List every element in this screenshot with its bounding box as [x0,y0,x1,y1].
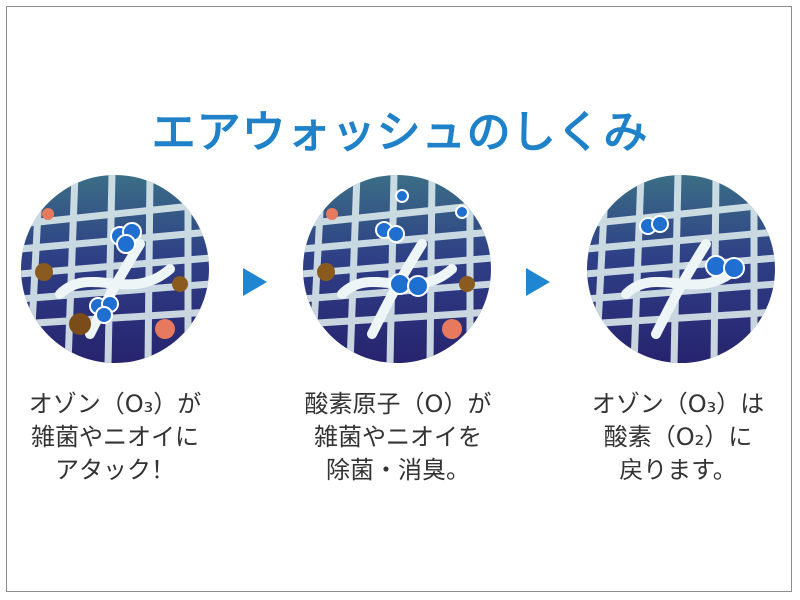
step2-illustration [302,174,492,364]
caption-line: 戻ります。 [619,456,737,484]
bacteria-icon [35,208,188,339]
arrow-right-icon [243,268,267,296]
step2-caption: 酸素原子（O）が 雑菌やニオイを 除菌・消臭。 [288,388,508,487]
step1-caption: オゾン（O₃）が 雑菌やニオイに アタック！ [5,388,225,487]
arrow-right-icon [526,268,550,296]
caption-line: 雑菌やニオイを [314,423,482,451]
page-title: エアウォッシュのしくみ [151,107,649,158]
caption-line: 除菌・消臭。 [326,456,470,484]
bacteria-icon [317,208,475,339]
caption-line: アタック！ [55,456,175,484]
caption-line: 酸素原子（O）が [304,390,492,418]
step3-illustration [586,174,776,364]
fabric-fiber-illustration [587,175,775,363]
step3-caption: オゾン（O₃）は 酸素（O₂）に 戻ります。 [568,388,788,487]
ozone-molecule-icon [89,222,142,324]
fabric-fiber-illustration [303,175,491,363]
oxygen-molecule-icon [639,215,745,279]
oxygen-atom-icon [375,189,469,297]
fabric-fiber-illustration [21,175,209,363]
caption-line: 酸素（O₂）に [603,423,753,451]
caption-line: オゾン（O₃）は [591,390,765,418]
step1-illustration [20,174,210,364]
caption-line: 雑菌やニオイに [31,423,199,451]
caption-line: オゾン（O₃）が [28,390,202,418]
